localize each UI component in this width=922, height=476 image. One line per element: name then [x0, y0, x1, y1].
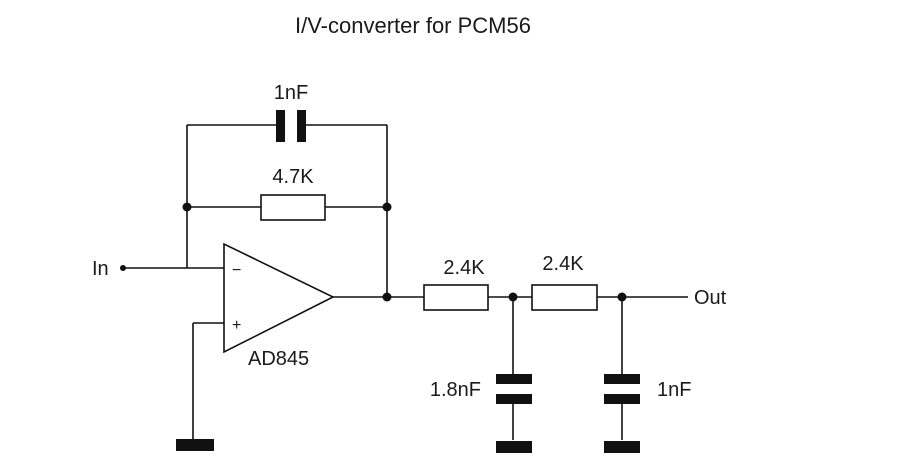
opamp-label: AD845	[248, 348, 309, 370]
series-resistor-1	[423, 284, 489, 311]
ground-wiring	[192, 322, 224, 440]
feedback-resistor	[260, 194, 326, 221]
junction-node	[382, 292, 392, 302]
feedback-capacitor-label: 1nF	[274, 82, 308, 104]
junction-node	[182, 202, 192, 212]
shunt-capacitor-2-label: 1nF	[657, 379, 691, 401]
series-resistor-2-label: 2.4K	[542, 253, 584, 275]
ground-symbol	[176, 439, 214, 451]
junction-node	[382, 202, 392, 212]
series-resistor-1-label: 2.4K	[443, 257, 485, 279]
feedback-capacitor	[276, 110, 306, 142]
series-resistor-2	[531, 284, 598, 311]
shunt-capacitor-2	[604, 297, 640, 453]
diagram-title: I/V-converter for PCM56	[295, 13, 531, 38]
feedback-resistor-label: 4.7K	[272, 166, 314, 188]
inverting-input-sign: −	[232, 262, 241, 279]
input-terminal-label: In	[92, 258, 109, 280]
output-terminal-label: Out	[694, 287, 727, 309]
opamp-triangle	[223, 242, 335, 354]
non-inverting-input-sign: +	[232, 317, 241, 334]
shunt-capacitor-1	[496, 297, 532, 453]
shunt-capacitor-1-label: 1.8nF	[430, 379, 481, 401]
